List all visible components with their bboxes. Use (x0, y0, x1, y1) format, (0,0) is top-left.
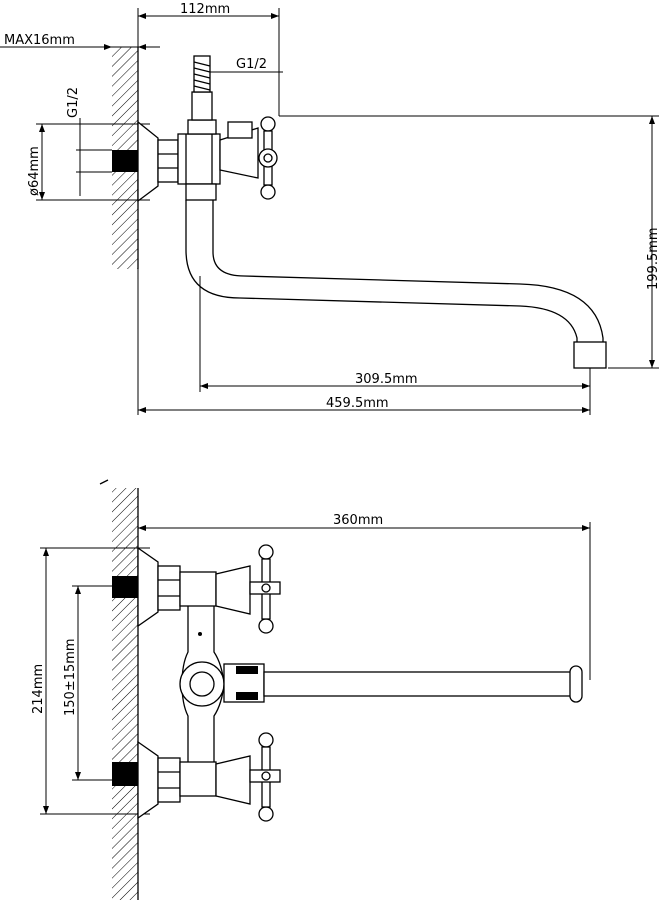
dim-max16: MAX16mm (4, 33, 75, 48)
dim-214: 214mm (31, 664, 46, 714)
dim-459: 459.5mm (326, 396, 389, 411)
dim-diam64: ø64mm (27, 146, 42, 196)
wall-front (112, 488, 138, 900)
dim-112: 112mm (180, 2, 230, 17)
dim-g12-right: G1/2 (236, 57, 267, 72)
top-view: 112mm MAX16mm G1/2 G1/2 ø64mm (0, 2, 659, 415)
dim-199: 199.5mm (646, 227, 659, 290)
dim-360: 360mm (333, 513, 383, 528)
dim-309: 309.5mm (355, 372, 418, 387)
front-view: 360mm 214mm 150±15mm (31, 479, 591, 900)
dim-150: 150±15mm (63, 638, 78, 716)
dim-g12-left: G1/2 (66, 87, 81, 118)
